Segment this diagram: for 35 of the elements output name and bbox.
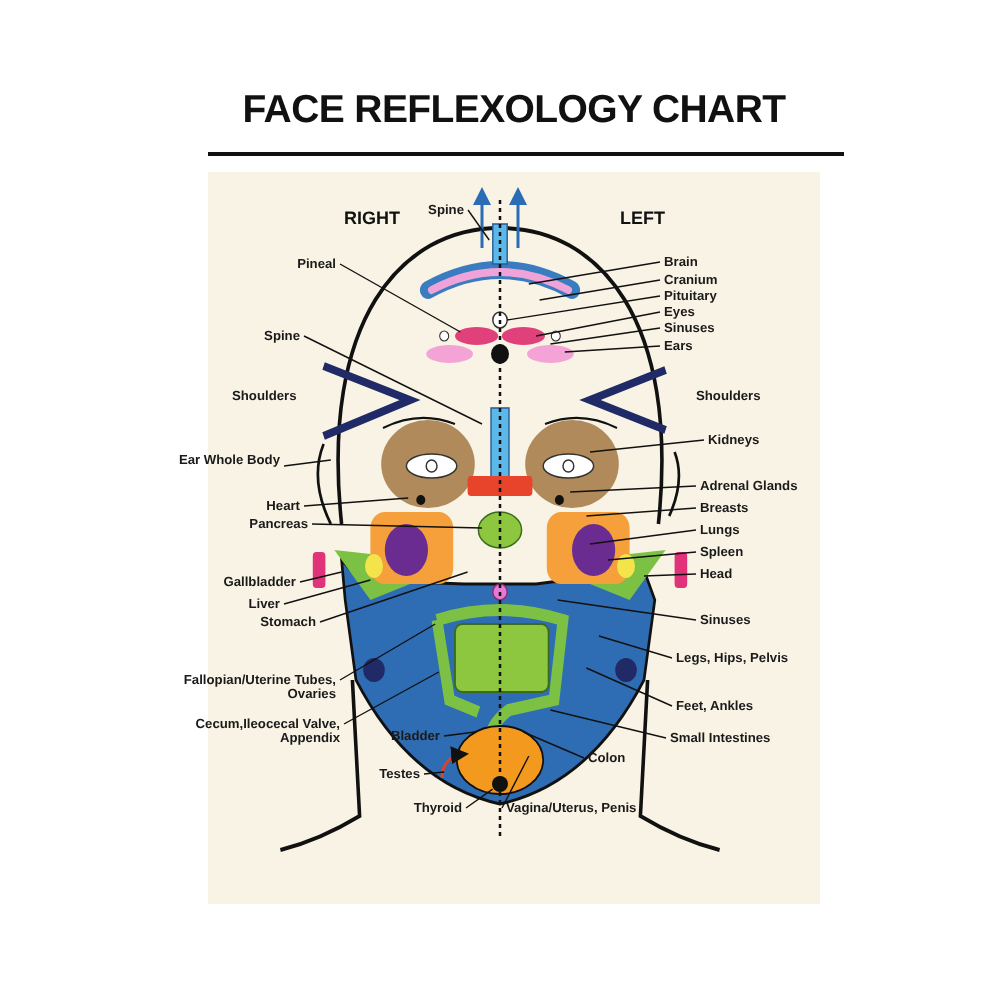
side-label: RIGHT (344, 208, 400, 228)
leader-line (643, 573, 697, 577)
leader-line (538, 279, 661, 301)
leader-line (303, 335, 483, 425)
leader-line (535, 311, 661, 337)
leader-line (585, 667, 673, 707)
leader-line (589, 529, 697, 545)
leader-line (339, 623, 436, 681)
leader-line (522, 731, 585, 759)
leader-line (283, 579, 372, 605)
side-label: LEFT (620, 208, 665, 228)
chart-title: FACE REFLEXOLOGY CHART (240, 88, 788, 134)
leader-line (465, 788, 494, 809)
leader-line (303, 497, 409, 507)
leader-line (585, 507, 697, 517)
leader-line (299, 571, 343, 583)
leader-line (443, 731, 476, 737)
leader-line (343, 671, 440, 725)
leader-line (549, 709, 667, 739)
leader-line (506, 295, 661, 321)
leader-line (339, 263, 462, 333)
leader-line (549, 327, 661, 345)
leader-line (564, 345, 661, 353)
leader-line (569, 485, 697, 493)
leader-line (589, 439, 705, 453)
leader-line (528, 261, 661, 285)
leader-line (283, 459, 332, 467)
leader-line (311, 523, 483, 529)
leader-line (423, 771, 445, 775)
leader-line (467, 209, 490, 241)
leader-line (598, 635, 673, 659)
leader-line (607, 551, 697, 561)
leader-line (501, 755, 530, 809)
leader-line (556, 599, 697, 621)
leader-line (319, 571, 469, 623)
